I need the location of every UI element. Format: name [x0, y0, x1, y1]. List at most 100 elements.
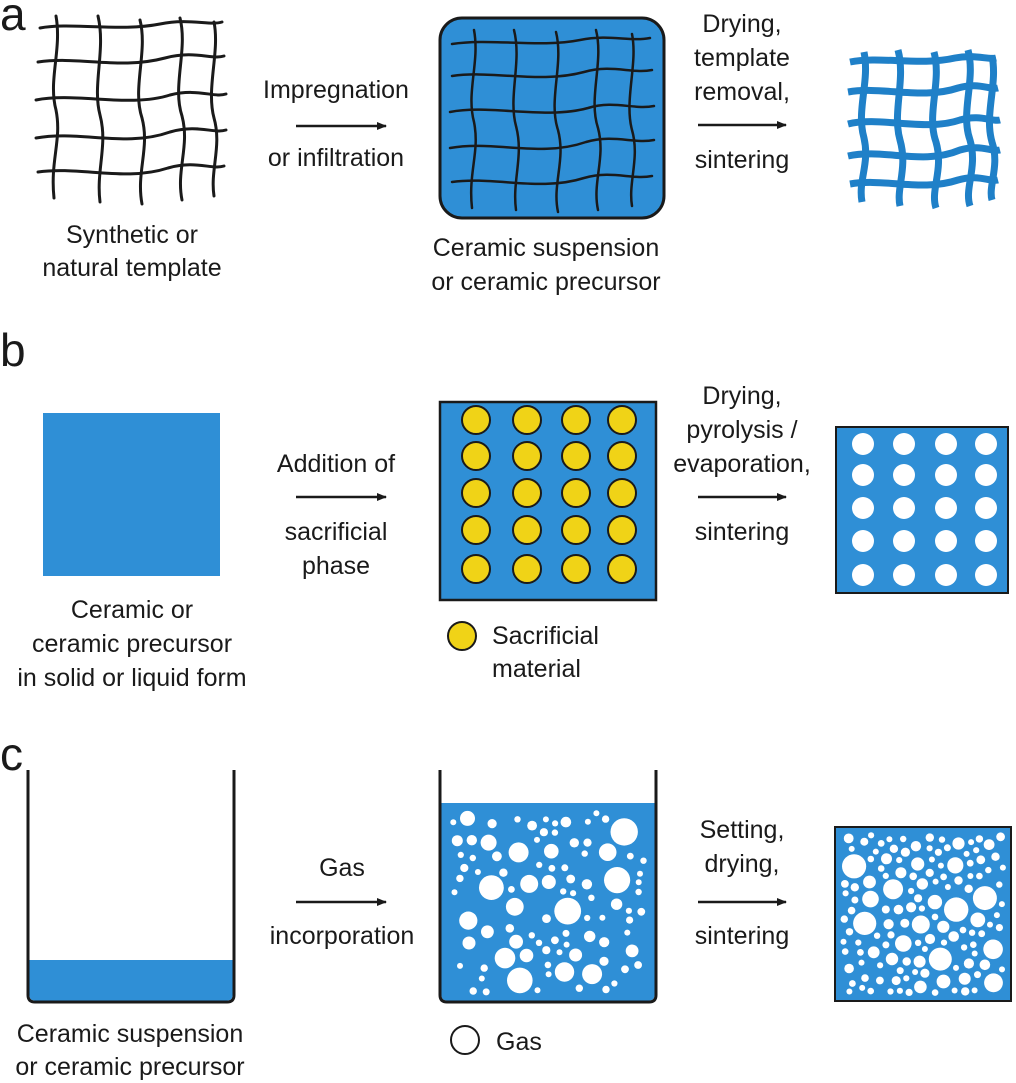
foam-pore	[862, 890, 879, 908]
foam-pore	[840, 938, 847, 945]
foam-pore	[937, 920, 950, 933]
panel-a-step2-line1: Drying,	[702, 10, 781, 38]
gas-bubble	[552, 820, 559, 827]
pores	[852, 433, 997, 586]
foam-pore	[976, 855, 986, 865]
gas-bubble	[508, 886, 515, 893]
gas-bubble	[599, 937, 610, 948]
gas-bubble	[535, 939, 543, 946]
foam-pore	[842, 890, 849, 897]
foam-pore	[972, 886, 997, 911]
foam-pore	[863, 875, 876, 889]
foam-pore	[968, 929, 976, 936]
foam-pore	[940, 873, 947, 881]
sacrificial-legend-line2: material	[492, 655, 581, 683]
foam-pore	[937, 862, 944, 869]
gas-bubble	[544, 961, 552, 969]
foam-pore	[891, 976, 901, 986]
gas-bubble	[626, 852, 634, 860]
panel-b-step2-line3: evaporation,	[673, 450, 811, 478]
foam-pore	[947, 857, 964, 874]
gas-bubble	[509, 934, 523, 949]
foam-pore	[846, 988, 853, 995]
pore	[935, 564, 957, 586]
gas-bubble	[541, 875, 556, 889]
foam-pore	[895, 867, 907, 879]
foam-pore	[963, 850, 970, 857]
gas-bubble	[544, 843, 559, 859]
sacrificial-particle	[512, 515, 542, 545]
gas-bubble	[581, 850, 588, 857]
panel-c-step2-line1: Setting,	[700, 816, 785, 844]
pore	[935, 464, 957, 486]
foam-pore	[910, 841, 922, 852]
foam-pores	[840, 832, 1006, 997]
panel-c-step2-line2: drying,	[704, 850, 779, 878]
panel-a-step1-line1: Impregnation	[263, 76, 409, 104]
gas-bubble	[505, 924, 515, 933]
foam-pore	[903, 975, 910, 982]
foam-pore	[940, 939, 948, 946]
gas-bubble	[624, 929, 631, 936]
pore	[975, 497, 997, 519]
foam-pore	[900, 847, 911, 857]
gas-bubble	[451, 835, 463, 847]
foam-pore	[896, 967, 904, 975]
pore	[893, 464, 915, 486]
pore	[893, 497, 915, 519]
gas-bubble	[520, 874, 539, 893]
panel-c-step1-line2: incorporation	[270, 922, 415, 950]
panel-b-step1-line3: phase	[302, 552, 370, 580]
foam-pore	[906, 902, 917, 913]
foam-pore	[964, 884, 973, 893]
foam-pore	[843, 833, 854, 844]
gas-bubble	[459, 911, 478, 930]
gas-bubble	[457, 851, 464, 859]
foam-pore	[918, 905, 926, 912]
gas-bubble	[548, 864, 556, 872]
gas-bubble	[584, 818, 591, 825]
foam-pore	[909, 872, 917, 881]
gas-bubble	[460, 863, 469, 873]
gas-bubble	[583, 838, 592, 847]
foam-pore	[927, 894, 943, 910]
foam-pore	[851, 896, 859, 904]
foam-pore	[948, 931, 959, 942]
foam-pore	[896, 987, 904, 994]
gas-bubble	[569, 948, 583, 962]
sacrificial-particle	[607, 441, 637, 471]
foam-pore	[867, 987, 874, 995]
foam-pore	[911, 857, 925, 871]
foam-pore	[944, 897, 969, 922]
gas-bubble	[575, 984, 583, 992]
foam-pore	[963, 958, 975, 969]
sacrificial-legend-line1: Sacrificial	[492, 622, 599, 650]
gas-bubble	[563, 941, 570, 948]
foam-pore	[913, 955, 926, 968]
gas-bubble	[508, 842, 529, 863]
foam-pore	[840, 915, 848, 923]
foam-pore	[882, 941, 890, 949]
foam-pore	[867, 855, 875, 863]
foam-pore	[954, 876, 963, 885]
gas-bubble	[551, 829, 559, 836]
gas-bubble	[542, 816, 549, 823]
panel-a-step2-line3: removal,	[694, 78, 790, 106]
foam-pore	[960, 944, 968, 951]
foam-pore	[895, 935, 912, 952]
foam-pore	[926, 845, 933, 852]
gas-bubble	[598, 843, 617, 861]
gas-bubble	[560, 816, 572, 828]
foam-pore	[861, 974, 869, 982]
foam-pore	[978, 930, 986, 938]
sacrificial-particle	[461, 515, 491, 545]
foam-pore	[877, 840, 885, 847]
gas-bubble	[584, 914, 591, 922]
foam-pore	[857, 949, 864, 956]
panel-b-step1-line1: Addition of	[277, 450, 395, 478]
gas-bubble	[625, 944, 639, 958]
foam-pore	[931, 913, 939, 921]
impregnated-grid	[448, 28, 656, 214]
foam-pore	[987, 921, 993, 928]
foam-pore	[958, 972, 971, 985]
